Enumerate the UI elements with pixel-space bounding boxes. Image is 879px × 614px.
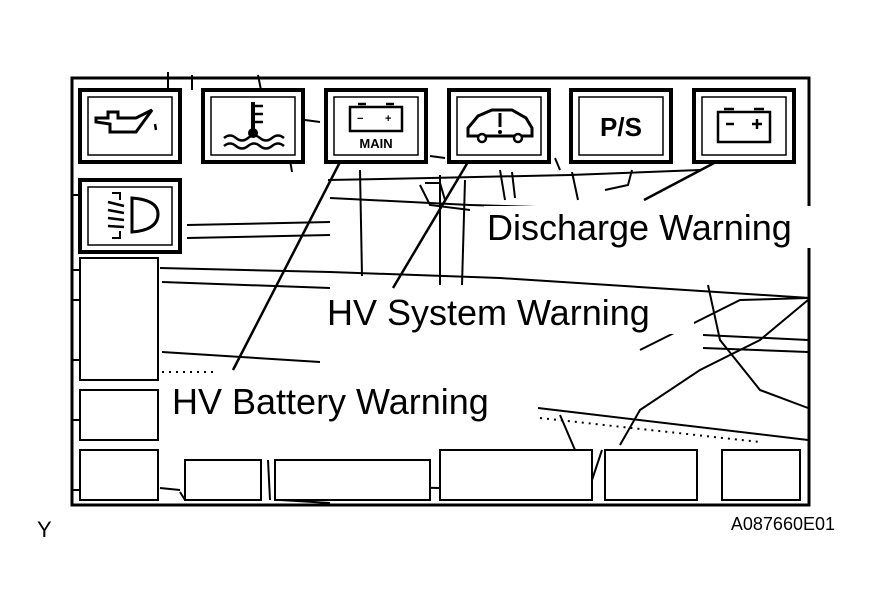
headlight-beam-icon bbox=[78, 178, 182, 254]
lower-boxes bbox=[79, 257, 801, 501]
battery-plus-sign: + bbox=[385, 113, 391, 125]
panel-frame bbox=[70, 76, 811, 507]
hv-battery-warning-label: HV Battery Warning bbox=[172, 381, 489, 422]
battery-minus-sign: − bbox=[357, 113, 363, 125]
discharge-warning-label: Discharge Warning bbox=[487, 207, 792, 248]
main-battery-icon: − + MAIN bbox=[324, 88, 428, 164]
oil-pressure-icon bbox=[78, 88, 182, 164]
hv-system-car-icon bbox=[447, 88, 551, 164]
charge-battery-icon bbox=[692, 88, 796, 164]
power-steering-icon: P/S bbox=[569, 88, 673, 164]
coolant-temperature-icon bbox=[201, 88, 305, 164]
corner-label-left: Y bbox=[37, 517, 52, 542]
leader-lines bbox=[231, 160, 717, 371]
figure-code: A087660E01 bbox=[731, 514, 835, 534]
main-battery-label: MAIN bbox=[359, 136, 392, 151]
hv-system-warning-label: HV System Warning bbox=[327, 292, 650, 333]
dotted-rails bbox=[162, 371, 761, 443]
power-steering-label: P/S bbox=[600, 112, 642, 142]
